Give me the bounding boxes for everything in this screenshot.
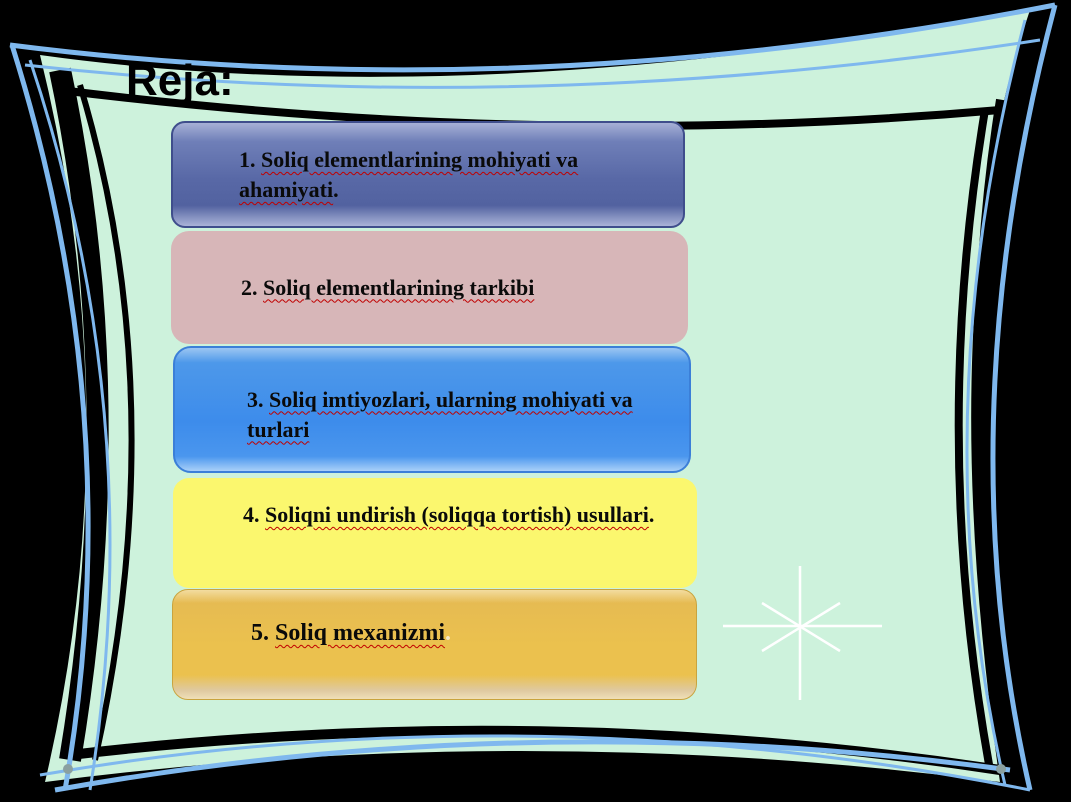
plan-item-3[interactable]: 3. Soliq imtiyozlari, ularning mohiyati … (173, 346, 691, 473)
frame-corner-dot-icon (63, 764, 73, 774)
plan-item-text: 1. Soliq elementlarining mohiyati va aha… (239, 147, 579, 202)
plan-item-text: 3. Soliq imtiyozlari, ularning mohiyati … (247, 386, 633, 442)
plan-item-5[interactable]: 5. Soliq mexanizmi. (172, 589, 697, 700)
slide-title: Reja: (126, 56, 234, 105)
plan-item-text: 5. Soliq mexanizmi. (251, 620, 452, 646)
plan-item-text: 4. Soliqni undirish (soliqqa tortish) us… (243, 502, 655, 527)
plan-item-4[interactable]: 4. Soliqni undirish (soliqqa tortish) us… (173, 478, 697, 588)
plan-item-1[interactable]: 1. Soliq elementlarining mohiyati va aha… (171, 121, 685, 228)
sparkle-star-icon (723, 566, 882, 700)
plan-item-2[interactable]: 2. Soliq elementlarining tarkibi (171, 231, 688, 344)
frame-corner-dot-icon (996, 764, 1006, 774)
plan-item-text: 2. Soliq elementlarining tarkibi (241, 274, 535, 300)
